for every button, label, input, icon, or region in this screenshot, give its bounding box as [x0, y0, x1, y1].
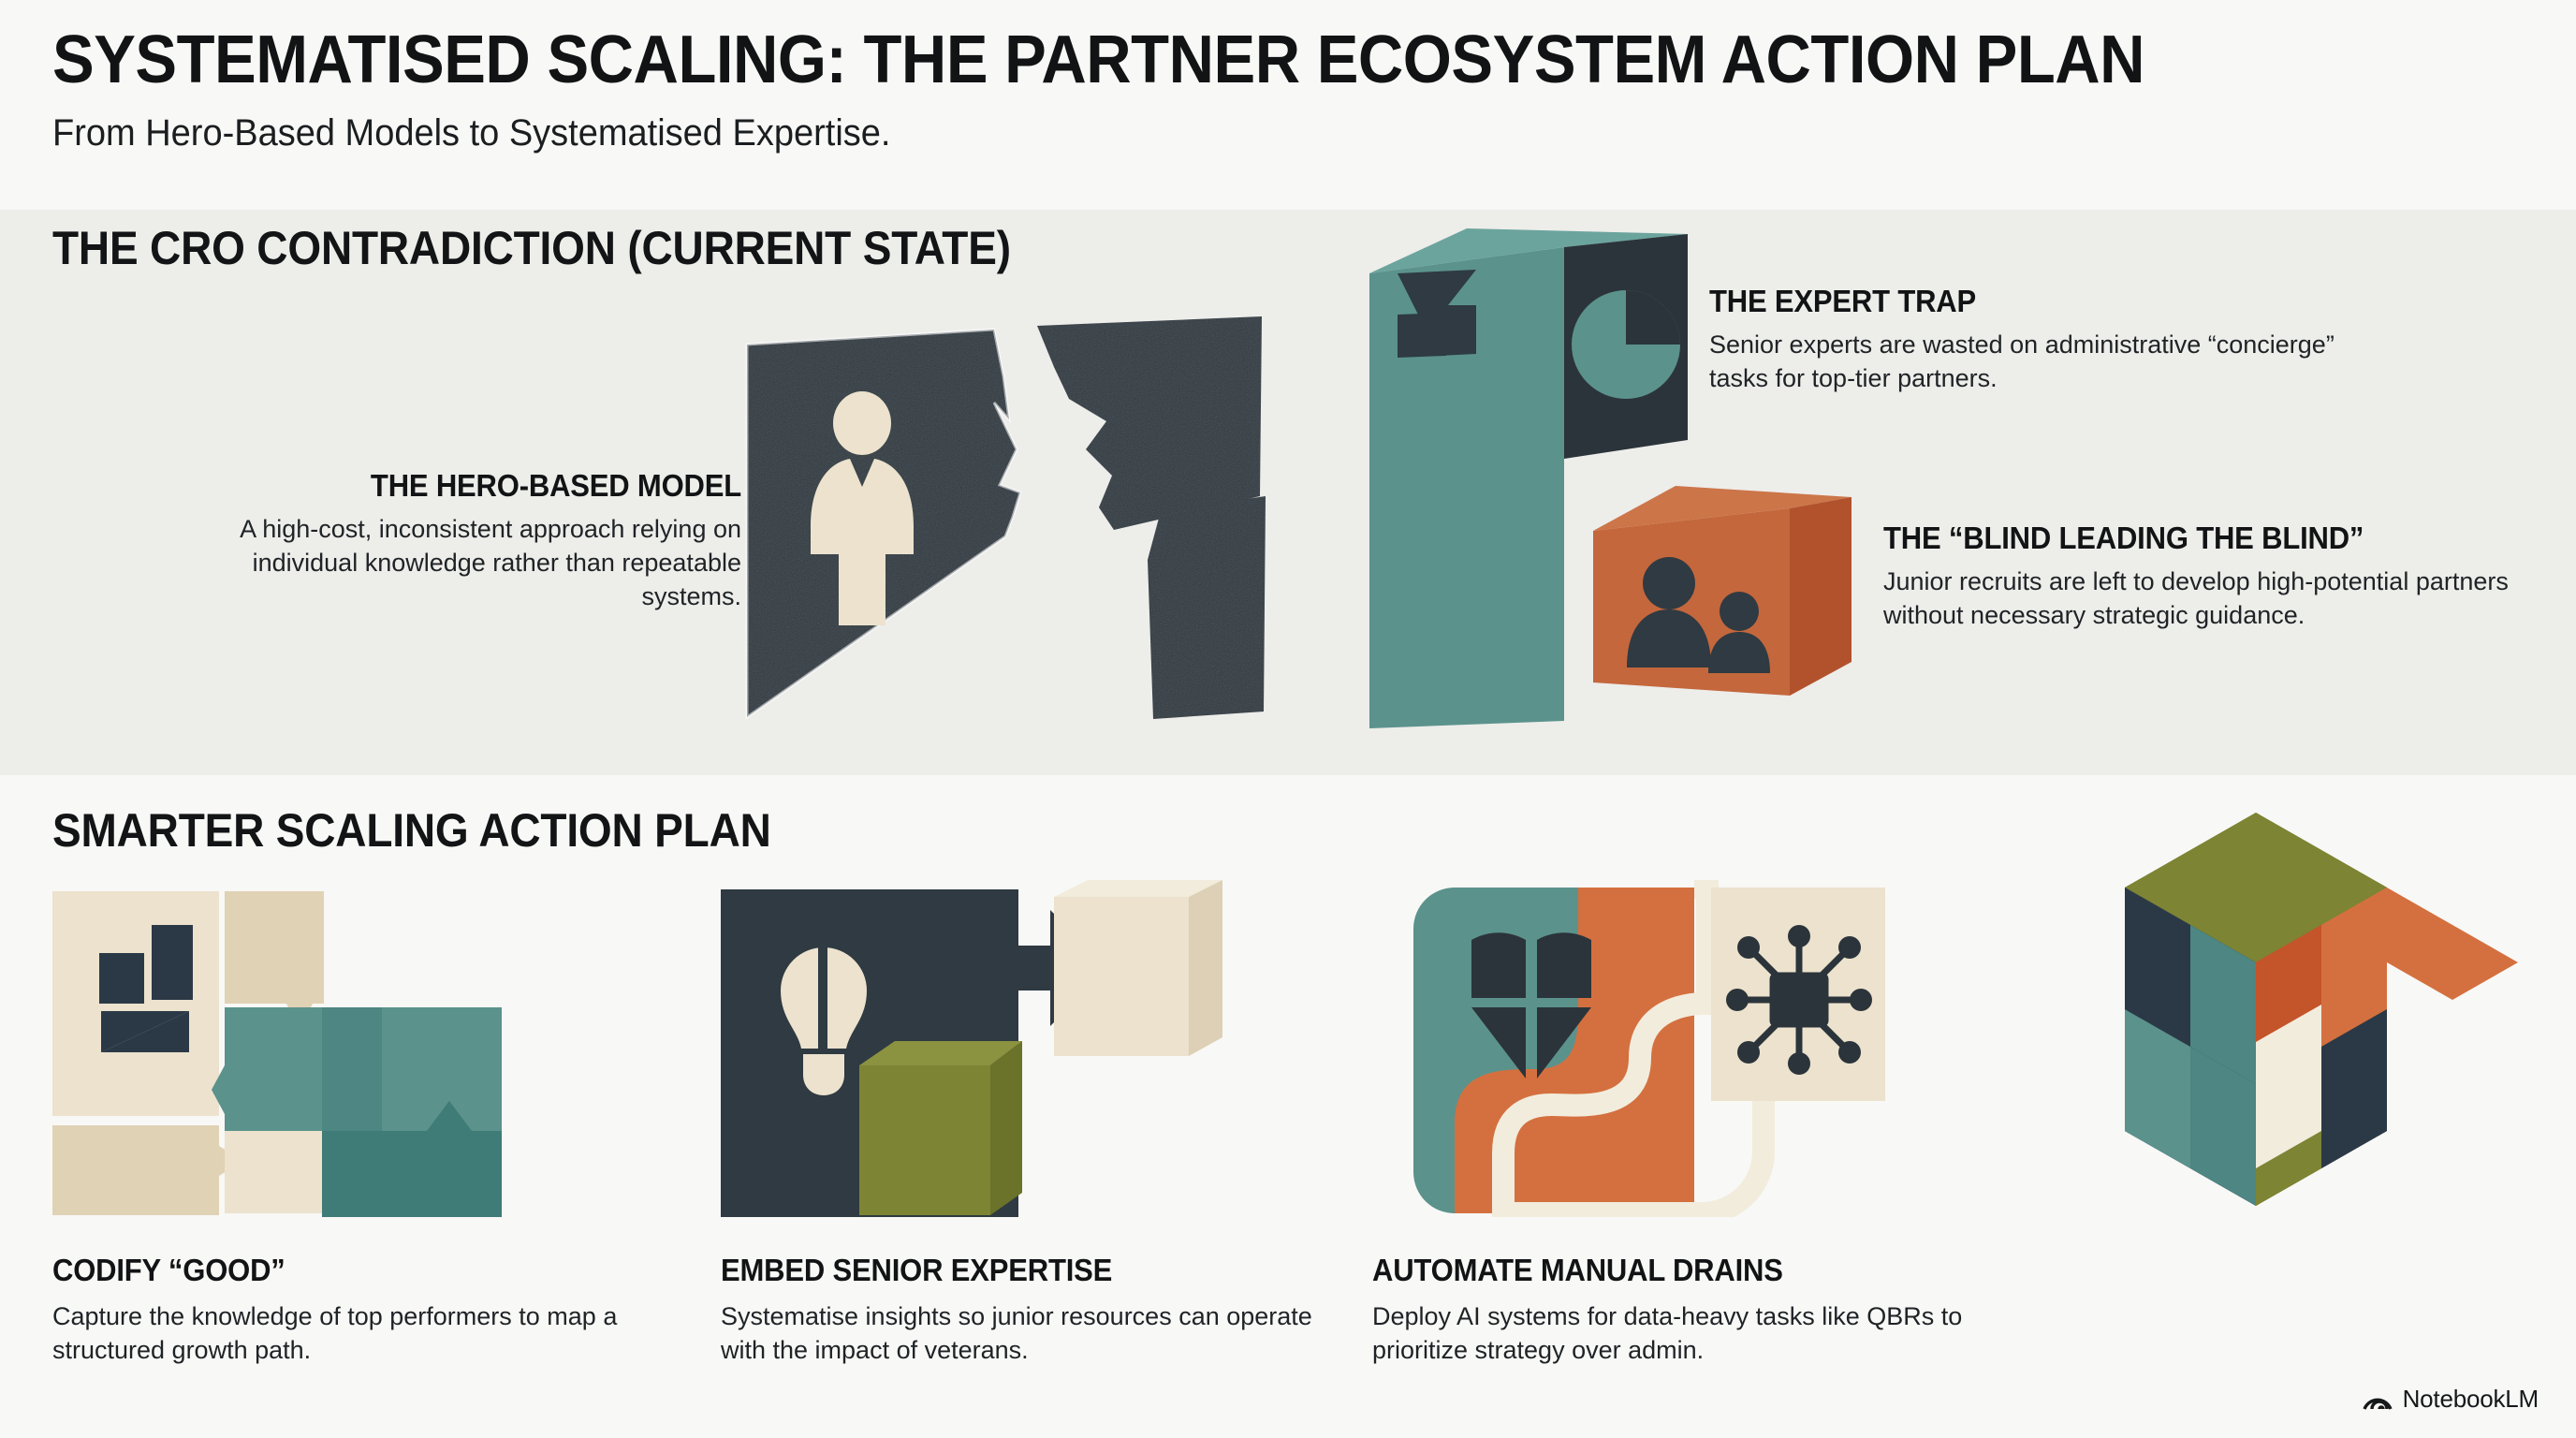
callout-title: THE “BLIND LEADING THE BLIND”	[1883, 521, 2364, 555]
section-heading-action-plan: SMARTER SCALING ACTION PLAN	[52, 804, 771, 857]
callout-body: Junior recruits are left to develop high…	[1883, 567, 2509, 629]
header: SYSTEMATISED SCALING: THE PARTNER ECOSYS…	[0, 0, 2576, 210]
card-text: AUTOMATE MANUAL DRAINS Deploy AI systems…	[1372, 1253, 1990, 1367]
puzzle-blocks-illustration	[52, 880, 577, 1217]
card-body: Deploy AI systems for data-heavy tasks l…	[1372, 1302, 1963, 1365]
card-body: Systematise insights so junior resources…	[721, 1302, 1312, 1365]
callout-hero-based-model: THE HERO-BASED MODEL A high-cost, incons…	[217, 468, 741, 614]
card-title: AUTOMATE MANUAL DRAINS	[1372, 1253, 1783, 1287]
section-heading-current-state: THE CRO CONTRADICTION (CURRENT STATE)	[52, 222, 1011, 274]
callout-body: A high-cost, inconsistent approach relyi…	[240, 515, 741, 610]
page-subtitle: From Hero-Based Models to Systematised E…	[52, 112, 891, 154]
card-body: Capture the knowledge of top performers …	[52, 1302, 618, 1365]
lightbulb-arrow-cube-illustration	[721, 880, 1245, 1217]
card-title: CODIFY “GOOD”	[52, 1253, 285, 1287]
callout-title: THE EXPERT TRAP	[1709, 284, 1977, 318]
page-title: SYSTEMATISED SCALING: THE PARTNER ECOSYS…	[52, 22, 2145, 97]
current-state-band	[0, 210, 2576, 775]
pipeline-chip-illustration	[1372, 880, 1915, 1217]
notebooklm-logo-icon	[2362, 1387, 2393, 1412]
watermark-label: NotebookLM	[2402, 1385, 2539, 1413]
card-text: CODIFY “GOOD” Capture the knowledge of t…	[52, 1253, 670, 1367]
broken-slab-person-illustration	[739, 309, 1329, 758]
callout-expert-trap: THE EXPERT TRAP Senior experts are waste…	[1709, 284, 2364, 396]
callout-blind-leading-the-blind: THE “BLIND LEADING THE BLIND” Junior rec…	[1883, 521, 2567, 633]
callout-body: Senior experts are wasted on administrat…	[1709, 330, 2334, 392]
teal-tower-pie-chart-illustration	[1362, 208, 1699, 732]
isometric-colour-cube-illustration	[1994, 803, 2518, 1365]
card-title: EMBED SENIOR EXPERTISE	[721, 1253, 1113, 1287]
watermark: NotebookLM	[2362, 1385, 2539, 1414]
orange-cube-people-illustration	[1582, 445, 1863, 726]
callout-title: THE HERO-BASED MODEL	[370, 468, 741, 503]
card-text: EMBED SENIOR EXPERTISE Systematise insig…	[721, 1253, 1339, 1367]
